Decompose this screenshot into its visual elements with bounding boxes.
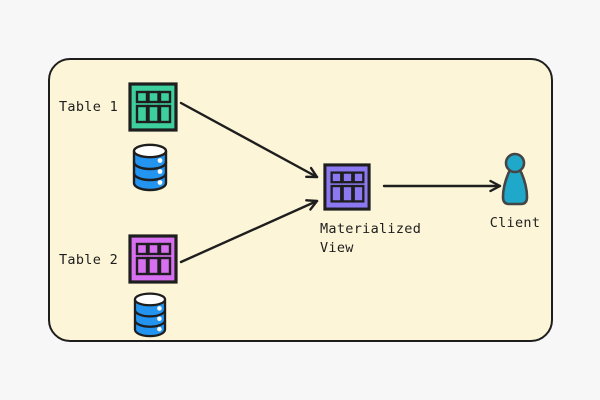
arrow-table1-to-view xyxy=(179,101,319,179)
materialized-view-label: Materialized View xyxy=(320,221,430,256)
table2-grid-icon xyxy=(128,234,178,284)
table2-label: Table 2 xyxy=(59,252,118,268)
materialized-view-grid-icon xyxy=(323,163,371,211)
table2-database-icon xyxy=(133,292,167,338)
table1-database-icon xyxy=(132,143,168,192)
client-person-pawn-icon xyxy=(501,152,529,206)
table1-label: Table 1 xyxy=(59,99,118,115)
table1-grid-icon xyxy=(128,82,178,132)
arrow-table2-to-view xyxy=(179,199,319,264)
client-label: Client xyxy=(489,215,541,231)
